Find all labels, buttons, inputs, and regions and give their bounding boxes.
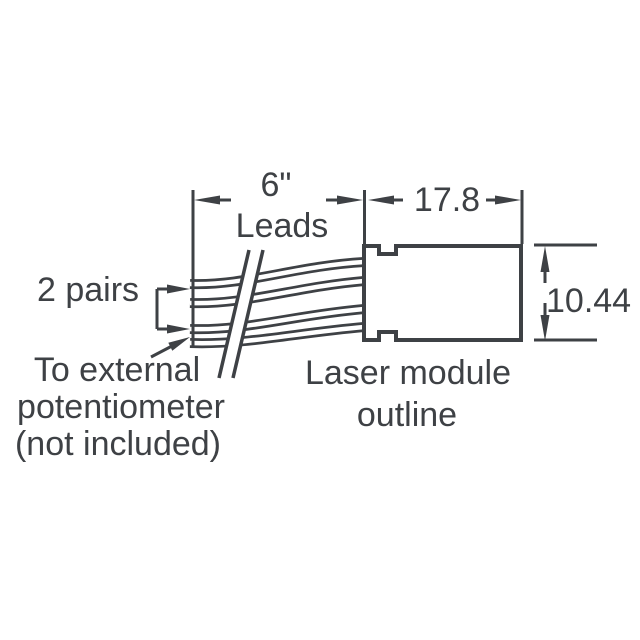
- dim-width-arrow-left-icon: [368, 195, 394, 205]
- module-note-line2: outline: [357, 396, 457, 434]
- dim-module-height: [540, 246, 550, 341]
- pot-leader-line: [150, 344, 173, 359]
- pot-leader: [150, 337, 190, 359]
- dim-module-height-label: 10.44: [546, 282, 631, 320]
- pot-note-line1: To external: [34, 351, 200, 389]
- dim-leads-length: [194, 195, 363, 205]
- wire-break-slash-2: [231, 249, 265, 379]
- dim-height-arrow-up-icon: [540, 246, 550, 272]
- dim-leads-arrow-left-icon: [194, 195, 220, 205]
- pairs-arrow-bottom-icon: [167, 324, 190, 334]
- lead-wire-2-core: [189, 278, 365, 306]
- dim-module-width-label: 17.8: [414, 181, 480, 219]
- dim-module-width: [368, 195, 521, 205]
- wire-break-slash-1: [217, 249, 251, 379]
- lead-wire-4-core: [189, 324, 365, 346]
- pairs-label: 2 pairs: [37, 271, 139, 309]
- pot-note-line2: potentiometer: [17, 388, 225, 426]
- dim-height-arrow-down-icon: [540, 315, 550, 341]
- dim-leads-length-label: 6": [261, 166, 292, 204]
- module-outline: [362, 244, 523, 342]
- dim-leads-arrow-right-icon: [337, 195, 363, 205]
- extension-lines: [191, 190, 597, 348]
- wire-break-mark: [217, 249, 265, 379]
- lead-wire-1-core: [189, 259, 365, 287]
- pot-leader-arrow-icon: [168, 337, 190, 351]
- leads-word-label: Leads: [236, 207, 329, 245]
- dim-width-arrow-right-icon: [495, 195, 521, 205]
- pot-note-line3: (not included): [15, 425, 221, 463]
- module-note-line1: Laser module: [305, 354, 511, 392]
- pairs-arrow-top-icon: [167, 284, 190, 294]
- lead-wires: [189, 257, 365, 349]
- wire-break-gap: [219, 250, 264, 378]
- lead-wire-3-core: [189, 306, 365, 332]
- pairs-bracket: [155, 284, 190, 334]
